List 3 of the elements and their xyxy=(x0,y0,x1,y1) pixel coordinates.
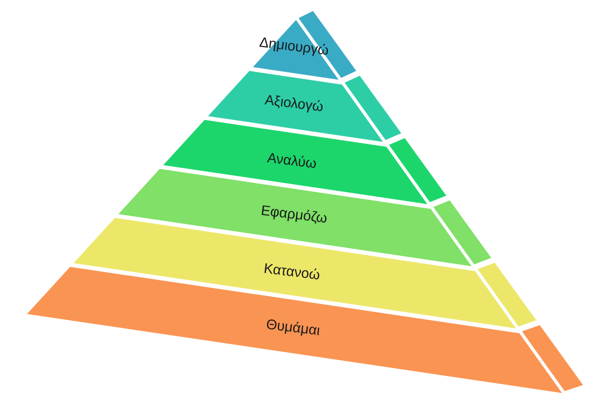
pyramid-level: Αξιολογώ xyxy=(208,70,402,142)
pyramid-level: Δημιουργώ xyxy=(252,11,356,80)
pyramid-level: Αναλύω xyxy=(163,120,446,204)
